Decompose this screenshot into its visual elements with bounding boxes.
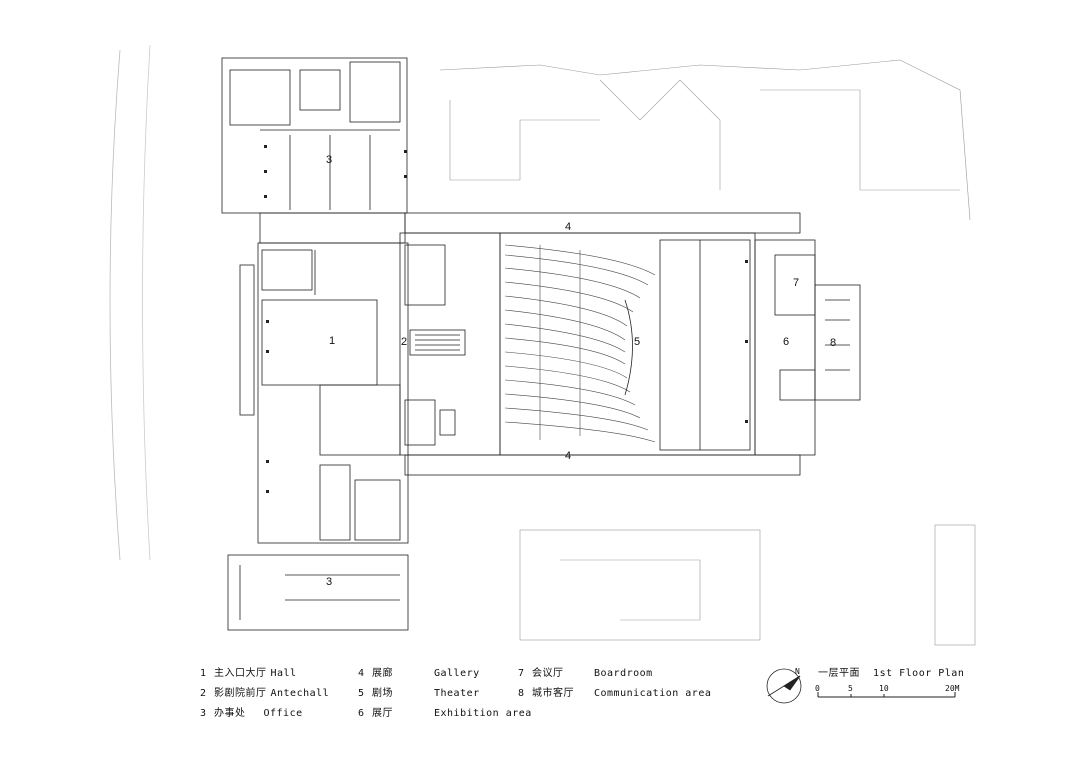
gallery-north	[404, 212, 801, 234]
theater	[499, 232, 756, 456]
communication-area	[814, 284, 861, 401]
scale-bar	[817, 692, 956, 698]
hall-zone	[261, 299, 378, 386]
scale-label: 20M	[945, 684, 960, 693]
room-number: 3	[326, 576, 333, 588]
room-number: 4	[565, 450, 572, 462]
room-number: 3	[326, 154, 333, 166]
room-number: 1	[329, 335, 336, 347]
west-wing	[257, 242, 409, 544]
scale-label: 0	[815, 684, 820, 693]
north-label: N	[795, 667, 800, 676]
north-office-block	[221, 57, 408, 214]
north-arrow-icon	[766, 668, 802, 704]
room-number: 5	[634, 336, 641, 348]
room-number: 7	[793, 277, 800, 289]
scale-label: 5	[848, 684, 853, 693]
room-number: 8	[830, 337, 837, 349]
scale-label: 10	[879, 684, 889, 693]
south-office-block	[227, 554, 409, 631]
room-number: 6	[783, 336, 790, 348]
gallery-south	[404, 454, 801, 476]
plan-title: 一层平面 1st Floor Plan	[818, 668, 965, 679]
room-number: 4	[565, 221, 572, 233]
room-number: 2	[401, 336, 408, 348]
